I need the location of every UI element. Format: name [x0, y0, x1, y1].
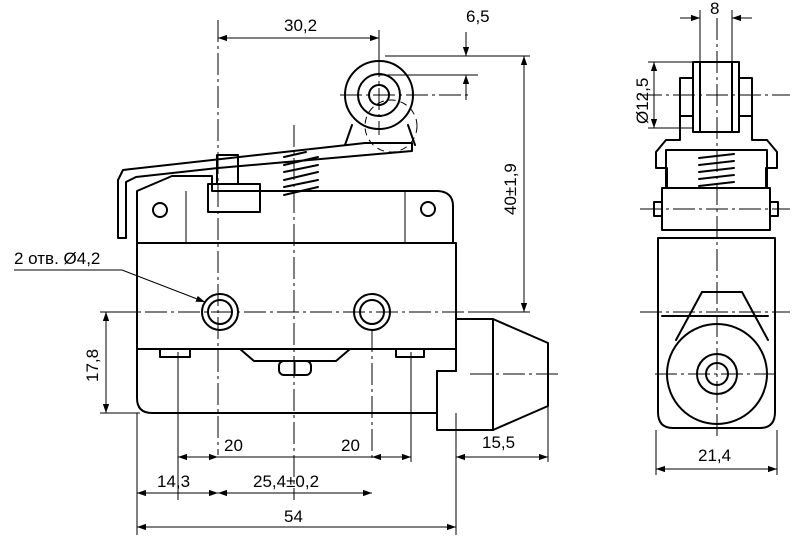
- dim-left-spacing: 20: [224, 436, 243, 455]
- side-body: [657, 237, 776, 429]
- dim-hole-spacing: 25,4±0,2: [253, 472, 319, 491]
- dim-arm-offset: 30,2: [284, 16, 317, 35]
- dim-roller-offset: 6,5: [466, 7, 490, 26]
- dimensions-front: 30,2 6,5 40±1,9 2 отв. Ø4,2 17,8 20 20: [14, 7, 549, 535]
- dim-edge-to-hole: 14,3: [157, 472, 190, 491]
- cover-screw-right: [420, 201, 436, 217]
- switch-body: [136, 242, 457, 414]
- front-view: [112, 20, 560, 500]
- dimensions-side: 8 Ø12,5 21,4: [633, 0, 778, 475]
- dim-roller-diameter: Ø12,5: [633, 78, 652, 124]
- dim-plunger-length: 15,5: [482, 433, 515, 452]
- lever-arm: [117, 142, 413, 239]
- dim-side-width: 21,4: [698, 446, 731, 465]
- dim-roller-width: 8: [710, 0, 719, 18]
- dim-height: 40±1,9: [501, 163, 520, 215]
- side-view: [640, 18, 790, 440]
- spring: [283, 151, 319, 196]
- cover-screw-left: [152, 202, 168, 218]
- dim-holes-note: 2 отв. Ø4,2: [14, 249, 100, 268]
- dim-hole-height: 17,8: [83, 349, 102, 382]
- switch-top-cover: [136, 175, 454, 244]
- dim-total-length: 54: [284, 507, 303, 526]
- dim-right-spacing: 20: [341, 436, 360, 455]
